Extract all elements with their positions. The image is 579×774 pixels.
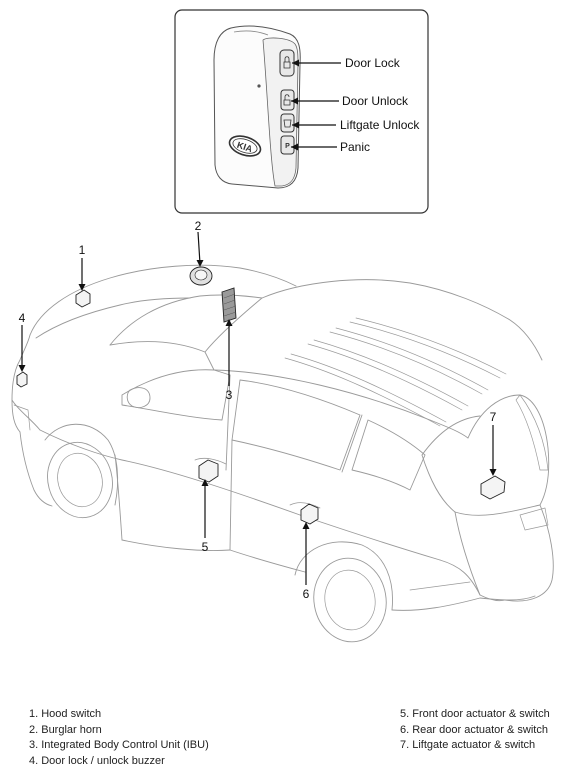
door-lock-button bbox=[280, 50, 294, 76]
integrated-body-control-unit bbox=[222, 288, 236, 322]
door-lock-label: Door Lock bbox=[345, 56, 401, 70]
legend-item: 5. Front door actuator & switch bbox=[400, 707, 550, 723]
callout-7: 7 bbox=[490, 410, 497, 424]
legend-right: 5. Front door actuator & switch 6. Rear … bbox=[400, 707, 550, 754]
burglar-horn bbox=[190, 267, 212, 285]
key-fob-inset: KIA P Door Lock Door Unlock Liftgate Unl… bbox=[175, 10, 428, 213]
callout-4: 4 bbox=[19, 311, 26, 325]
front-door-actuator bbox=[199, 460, 218, 482]
legend-item: 6. Rear door actuator & switch bbox=[400, 723, 550, 739]
liftgate-unlock-button bbox=[281, 114, 294, 132]
panic-icon: P bbox=[285, 143, 290, 150]
inset-frame bbox=[175, 10, 428, 213]
components bbox=[17, 267, 505, 524]
legend-item: 4. Door lock / unlock buzzer bbox=[29, 754, 209, 770]
callout-5: 5 bbox=[202, 540, 209, 554]
legend-item: 1. Hood switch bbox=[29, 707, 209, 723]
liftgate-unlock-label: Liftgate Unlock bbox=[340, 118, 420, 132]
hood-switch bbox=[76, 290, 90, 307]
rear-door-actuator bbox=[301, 504, 318, 524]
callout-2: 2 bbox=[195, 219, 202, 233]
callout-3: 3 bbox=[226, 388, 233, 402]
legend-item: 2. Burglar horn bbox=[29, 723, 209, 739]
vehicle-outline bbox=[12, 265, 553, 647]
smart-key-fob: KIA P bbox=[214, 26, 300, 188]
component-location-diagram: KIA P Door Lock Door Unlock Liftgate Unl… bbox=[0, 0, 579, 700]
panic-label: Panic bbox=[340, 140, 370, 154]
liftgate-actuator bbox=[481, 476, 505, 499]
legend-left: 1. Hood switch 2. Burglar horn 3. Integr… bbox=[29, 707, 209, 769]
door-unlock-label: Door Unlock bbox=[342, 94, 409, 108]
legend-item: 3. Integrated Body Control Unit (IBU) bbox=[29, 738, 209, 754]
legend-item: 7. Liftgate actuator & switch bbox=[400, 738, 550, 754]
callout-1: 1 bbox=[79, 243, 86, 257]
door-lock-buzzer bbox=[17, 372, 27, 387]
callout-6: 6 bbox=[303, 587, 310, 601]
